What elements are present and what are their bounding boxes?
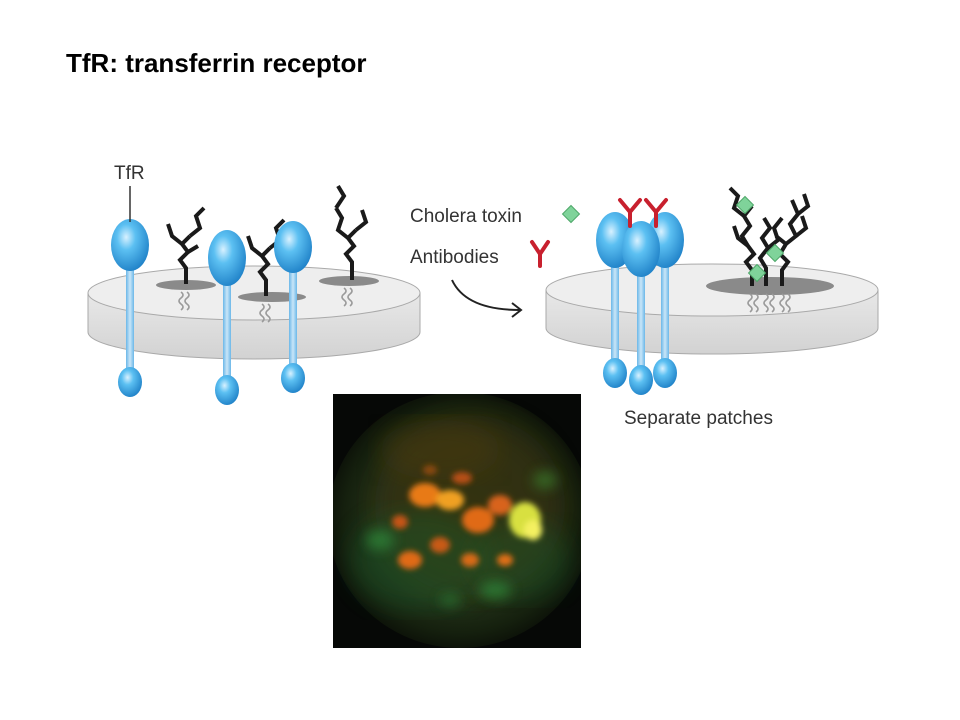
antibodies-label: Antibodies <box>410 247 499 268</box>
tfr-receptor-left-2 <box>208 230 246 405</box>
antibody-y-icon <box>530 240 550 268</box>
glycolipid-left-3 <box>334 184 369 280</box>
cholera-toxin-label: Cholera toxin <box>410 206 522 227</box>
slide-title: TfR: transferrin receptor <box>66 48 367 78</box>
lipid-tails-right <box>747 293 791 313</box>
lipid-raft-patch-right <box>706 277 834 295</box>
tfr-receptor-right-2 <box>622 221 660 395</box>
fluorescence-micrograph-image <box>333 394 581 648</box>
tfr-label: TfR <box>114 163 145 184</box>
lipid-tails-left <box>178 287 353 323</box>
bound-antibodies <box>618 198 668 228</box>
separate-patches-label: Separate patches <box>624 408 773 429</box>
curved-arrow-icon <box>451 279 523 318</box>
membrane-disc-right <box>545 263 879 355</box>
tfr-receptor-left-3 <box>274 221 312 393</box>
glycolipid-cluster-right <box>728 186 811 286</box>
cholera-toxin-bound <box>735 195 785 283</box>
tfr-receptor-left-1 <box>111 219 149 397</box>
cholera-toxin-diamond-icon <box>561 204 581 224</box>
glycolipid-left-1 <box>166 206 206 284</box>
